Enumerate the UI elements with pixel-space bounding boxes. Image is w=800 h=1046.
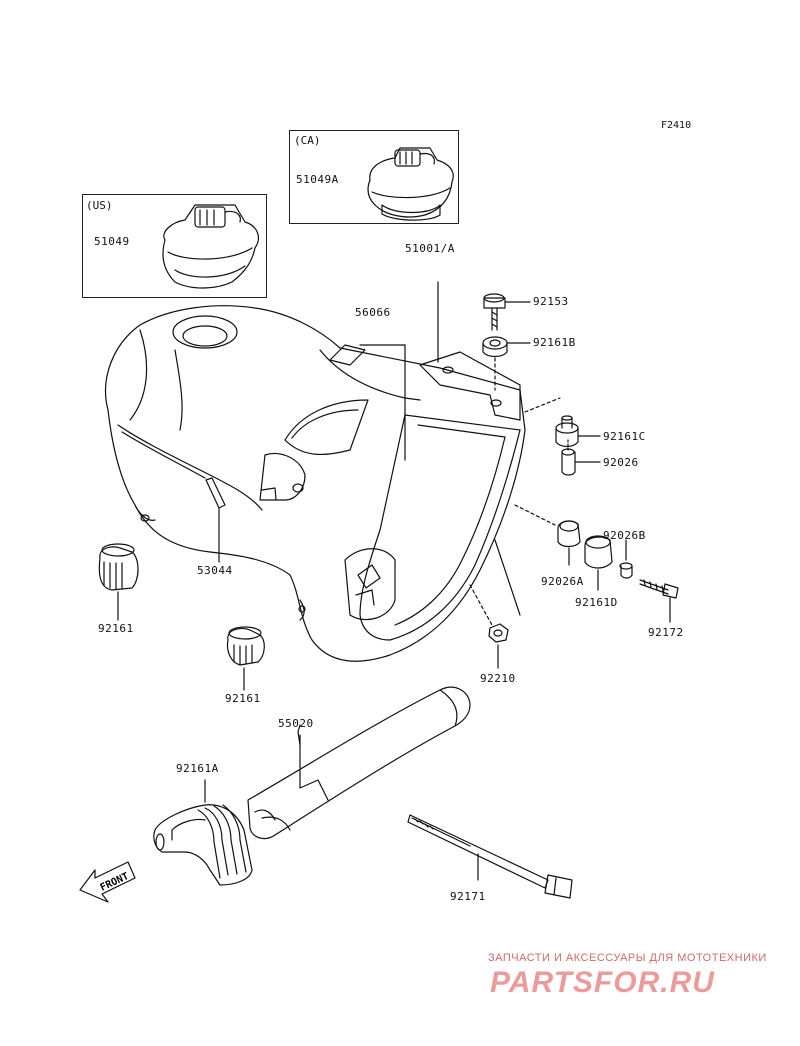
part-label-92026: 92026 — [603, 456, 639, 469]
fuel-cap-ca-illustration — [367, 147, 454, 221]
part-label-56066: 56066 — [355, 306, 391, 319]
part-label-92161d: 92161D — [575, 596, 618, 609]
region-box-us-title: (US) — [86, 199, 113, 212]
damper-92161-mid-illustration — [226, 626, 265, 691]
region-box-us — [82, 194, 267, 298]
part-label-92161a: 92161A — [176, 762, 219, 775]
grommet-92161b-illustration — [482, 336, 531, 358]
part-label-92161-mid: 92161 — [225, 692, 261, 705]
part-label-92172: 92172 — [648, 626, 684, 639]
part-label-55020: 55020 — [278, 717, 314, 730]
part-label-92161c: 92161C — [603, 430, 646, 443]
part-label-92026b: 92026B — [603, 529, 646, 542]
part-label-92210: 92210 — [480, 672, 516, 685]
rubber-92161a-illustration — [153, 779, 253, 886]
collar-92026b-illustration — [619, 539, 633, 579]
watermark-caption: ЗАПЧАСТИ И АКСЕССУАРЫ ДЛЯ МОТОТЕХНИКИ — [488, 952, 767, 964]
part-label-92161b: 92161B — [533, 336, 576, 349]
grommet-92161c-illustration — [555, 415, 601, 448]
part-label-92171: 92171 — [450, 890, 486, 903]
nut-92210-illustration — [488, 623, 509, 669]
grommet-92161d-illustration — [584, 535, 613, 591]
part-label-51049: 51049 — [94, 235, 130, 248]
figure-reference-code: F2410 — [661, 120, 692, 131]
front-arrow-icon — [79, 861, 136, 903]
bolt-92172-illustration — [639, 579, 679, 623]
part-label-92153: 92153 — [533, 295, 569, 308]
part-label-53044: 53044 — [197, 564, 233, 577]
region-box-ca — [289, 130, 459, 224]
part-label-92161-left: 92161 — [98, 622, 134, 635]
part-label-92026a: 92026A — [541, 575, 584, 588]
fuel-tank-illustration — [104, 305, 526, 662]
part-label-51001-a: 51001/A — [405, 242, 455, 255]
front-label: FRONT — [99, 871, 131, 894]
part-label-51049a: 51049A — [296, 173, 339, 186]
collar-92026a-illustration — [557, 520, 581, 566]
damper-92161-left-illustration — [98, 543, 139, 621]
fuel-cap-us-illustration — [162, 204, 259, 289]
cable-tie-92171-illustration — [407, 814, 573, 899]
tube-55020-illustration — [247, 686, 471, 840]
watermark-logo: PARTSFOR.RU — [490, 966, 715, 999]
region-box-ca-title: (CA) — [294, 134, 321, 147]
bolt-92153-illustration — [483, 293, 531, 331]
